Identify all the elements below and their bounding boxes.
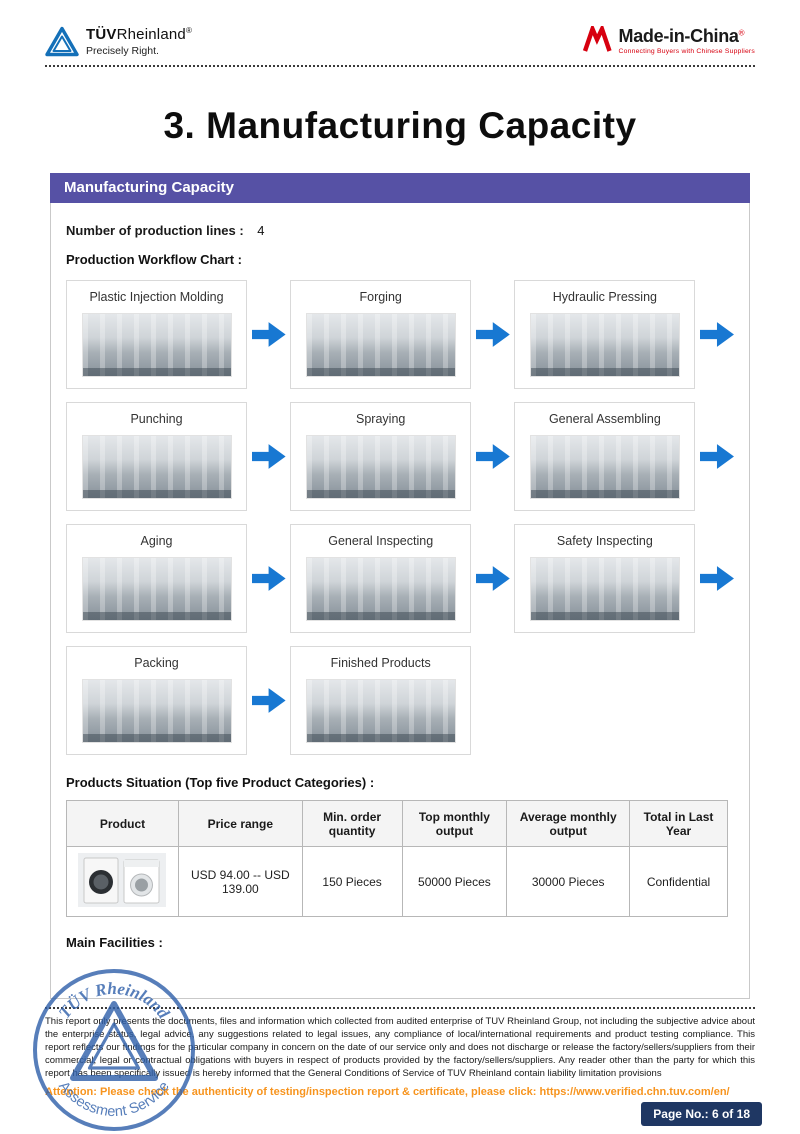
price-range-cell: USD 94.00 -- USD 139.00 — [177, 846, 303, 917]
workflow-step-label: Safety Inspecting — [556, 534, 653, 548]
workflow-step-photo — [529, 313, 680, 377]
made-in-china-logo: Made-in-China® Connecting Buyers with Ch… — [582, 26, 755, 55]
workflow-step-photo — [81, 435, 232, 499]
mic-tagline: Connecting Buyers with Chinese Suppliers — [618, 48, 755, 55]
arrow-right-icon — [475, 444, 510, 469]
workflow-step-card: Spraying — [290, 402, 472, 511]
workflow-step-photo — [81, 557, 232, 621]
workflow-step-photo — [81, 679, 232, 743]
arrow-right-icon — [251, 566, 286, 591]
min-order-cell: 150 Pieces — [301, 846, 403, 917]
footer-divider — [45, 1007, 755, 1009]
workflow-step-label: Punching — [130, 412, 183, 426]
workflow-row: Packing Finished Products — [66, 646, 734, 755]
page-header: TÜVRheinland® Precisely Right. Made-in-C… — [0, 0, 800, 57]
registered-mark: ® — [185, 26, 193, 35]
workflow-step-card: Forging — [290, 280, 472, 389]
arrow-right-icon — [475, 566, 510, 591]
workflow-step-photo — [81, 313, 232, 377]
workflow-step-card: Aging — [66, 524, 247, 633]
top-monthly-cell: 50000 Pieces — [401, 846, 508, 917]
products-situation-label: Products Situation (Top five Product Cat… — [66, 775, 375, 790]
arrow-right-icon — [475, 322, 510, 347]
arrow-right-icon — [251, 688, 286, 713]
col-header-avg-monthly: Average monthly output — [506, 800, 631, 847]
workflow-step-label: Hydraulic Pressing — [552, 290, 657, 304]
production-lines-row: Number of production lines : 4 — [66, 223, 734, 238]
tuv-brand: TÜVRheinland® — [86, 26, 193, 43]
workflow-step-photo — [529, 557, 680, 621]
registered-mark: ® — [738, 28, 745, 38]
page-title: 3. Manufacturing Capacity — [163, 105, 637, 146]
production-lines-label: Number of production lines : — [66, 223, 244, 238]
workflow-step-card: Hydraulic Pressing — [514, 280, 696, 389]
tuv-logo-text: TÜVRheinland® Precisely Right. — [86, 26, 192, 57]
mic-logo-text: Made-in-China® Connecting Buyers with Ch… — [619, 26, 755, 55]
workflow-step-card: Safety Inspecting — [514, 524, 696, 633]
header-divider — [45, 65, 755, 67]
workflow-step-label: Aging — [140, 534, 173, 548]
arrow-right-icon — [699, 322, 734, 347]
total-last-year-cell: Confidential — [629, 846, 728, 917]
arrow-right-icon — [251, 322, 286, 347]
workflow-step-label: Finished Products — [330, 656, 431, 670]
tuv-tagline: Precisely Right. — [86, 45, 159, 57]
workflow-step-label: General Inspecting — [328, 534, 434, 548]
tuv-triangle-icon — [45, 26, 79, 57]
products-table: Product Price range Min. order quantity … — [66, 800, 728, 917]
workflow-step-label: Forging — [359, 290, 402, 304]
disclaimer-text: This report only presents the documents,… — [45, 1016, 755, 1080]
arrow-right-icon — [251, 444, 286, 469]
attention-text: Attention: Please check the authenticity… — [45, 1085, 540, 1098]
col-header-product: Product — [66, 800, 179, 847]
col-header-total-last-year: Total in Last Year — [629, 800, 728, 847]
workflow-step-label: Packing — [134, 656, 179, 670]
workflow-row: Plastic Injection Molding Forging Hydrau… — [66, 280, 734, 389]
workflow-step-label: Spraying — [356, 412, 406, 426]
workflow-step-photo — [529, 435, 680, 499]
arrow-right-icon — [699, 444, 734, 469]
workflow-step-photo — [305, 435, 456, 499]
col-header-top-monthly: Top monthly output — [401, 800, 508, 847]
workflow-step-card: Punching — [66, 402, 247, 511]
workflow-step-label: Plastic Injection Molding — [89, 290, 224, 304]
col-header-min-order: Min. order quantity — [301, 800, 403, 847]
workflow-step-card: General Inspecting — [290, 524, 472, 633]
arrow-right-icon — [699, 566, 734, 591]
workflow-step-photo — [305, 313, 456, 377]
mic-m-icon — [582, 26, 612, 52]
workflow-row: Punching Spraying General Assembling — [66, 402, 734, 511]
main-facilities-label: Main Facilities : — [66, 935, 163, 950]
product-photo-cell — [66, 846, 179, 917]
workflow-step-card: Plastic Injection Molding — [66, 280, 247, 389]
production-lines-value: 4 — [257, 223, 265, 238]
workflow-step-label: General Assembling — [548, 412, 661, 426]
table-row: USD 94.00 -- USD 139.00 150 Pieces 50000… — [66, 846, 728, 917]
avg-monthly-cell: 30000 Pieces — [506, 846, 631, 917]
product-photo — [78, 853, 167, 907]
page-number-badge: Page No.: 6 of 18 — [641, 1102, 762, 1126]
workflow-row: Aging General Inspecting Safety Inspecti… — [66, 524, 734, 633]
workflow-step-photo — [305, 557, 456, 621]
workflow-chart-label: Production Workflow Chart : — [66, 252, 242, 267]
panel-header: Manufacturing Capacity — [50, 173, 750, 203]
panel-body: Number of production lines : 4 Productio… — [50, 203, 750, 999]
workflow-step-card: Finished Products — [290, 646, 472, 755]
tuv-logo: TÜVRheinland® Precisely Right. — [45, 26, 192, 57]
col-header-price-range: Price range — [177, 800, 303, 847]
mic-brand: Made-in-China — [618, 26, 739, 46]
manufacturing-capacity-panel: Manufacturing Capacity Number of product… — [50, 173, 750, 999]
attention-line: Attention: Please check the authenticity… — [45, 1086, 755, 1098]
workflow-step-card: Packing — [66, 646, 247, 755]
workflow-step-card: General Assembling — [514, 402, 696, 511]
verification-link[interactable]: https://www.verified.chn.tuv.com/en/ — [539, 1085, 730, 1098]
table-header-row: Product Price range Min. order quantity … — [66, 800, 728, 847]
workflow-step-photo — [305, 679, 456, 743]
